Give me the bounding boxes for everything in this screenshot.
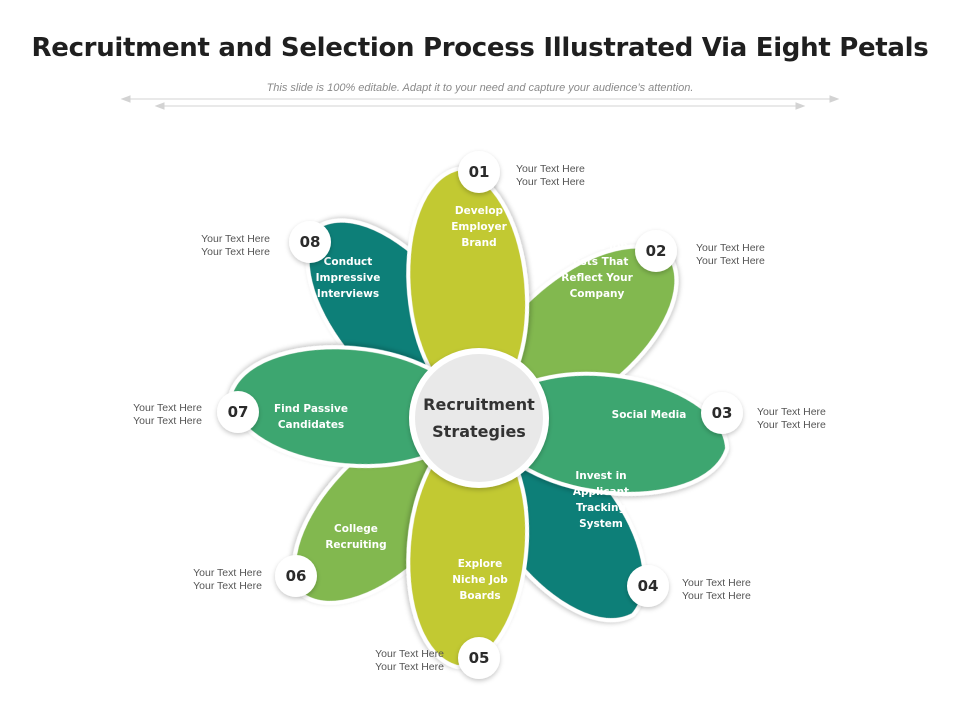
side-text-08-line1: Your Text Here: [201, 233, 270, 245]
side-text-03-line1: Your Text Here: [757, 406, 826, 418]
petal-label-08-line3: Interviews: [317, 288, 379, 300]
petal-label-01-line2: Employer: [451, 221, 507, 233]
center-label-line1: Recruitment: [423, 395, 535, 414]
side-text-02-line1: Your Text Here: [696, 242, 765, 254]
side-text-05-line2: Your Text Here: [375, 661, 444, 673]
side-text-05-line1: Your Text Here: [375, 648, 444, 660]
petal-label-05-line3: Boards: [459, 590, 500, 602]
badge-number-08: 08: [300, 233, 321, 251]
petal-label-05-line2: Niche Job: [452, 574, 508, 586]
petal-label-06-line1: College: [334, 523, 378, 535]
number-badge-02: 02: [635, 230, 677, 272]
petal-label-03-line1: Social Media: [612, 409, 687, 421]
badge-number-04: 04: [638, 577, 659, 595]
number-badge-04: 04: [627, 565, 669, 607]
petal-label-04-line2: Applicant: [573, 486, 629, 498]
petal-label-07-line1: Find Passive: [274, 403, 348, 415]
number-badge-05: 05: [458, 637, 500, 679]
side-text-07-line2: Your Text Here: [133, 415, 202, 427]
number-badge-06: 06: [275, 555, 317, 597]
side-text-07-line1: Your Text Here: [133, 402, 202, 414]
number-badge-08: 08: [289, 221, 331, 263]
petal-label-06-line2: Recruiting: [325, 539, 386, 551]
badge-number-01: 01: [469, 163, 490, 181]
side-text-06-line2: Your Text Here: [193, 580, 262, 592]
badge-number-03: 03: [712, 404, 733, 422]
badges-layer: 01 02 03 04 05 06 07 08: [217, 151, 743, 679]
side-text-08-line2: Your Text Here: [201, 246, 270, 258]
petal-label-05-line1: Explore: [458, 558, 503, 570]
side-text-06-line1: Your Text Here: [193, 567, 262, 579]
subtitle-divider: [120, 95, 840, 110]
side-text-02-line2: Your Text Here: [696, 255, 765, 267]
petal-label-07-line2: Candidates: [278, 419, 344, 431]
number-badge-07: 07: [217, 391, 259, 433]
side-text-01-line1: Your Text Here: [516, 163, 585, 175]
petal-label-01-line1: Develop: [455, 205, 504, 217]
badge-number-02: 02: [646, 242, 667, 260]
badge-number-05: 05: [469, 649, 490, 667]
petal-label-08-line2: Impressive: [316, 272, 381, 284]
petal-label-04-line1: Invest in: [575, 470, 626, 482]
badge-number-07: 07: [228, 403, 249, 421]
badge-number-06: 06: [286, 567, 307, 585]
petal-label-08-line1: Conduct: [324, 256, 373, 268]
side-text-04-line2: Your Text Here: [682, 590, 751, 602]
side-text-03-line2: Your Text Here: [757, 419, 826, 431]
page-subtitle: This slide is 100% editable. Adapt it to…: [266, 82, 694, 94]
petal-label-02-line3: Reflect Your: [561, 272, 633, 284]
petal-label-02-line1: Create Job: [566, 240, 628, 252]
number-badge-01: 01: [458, 151, 500, 193]
side-text-01-line2: Your Text Here: [516, 176, 585, 188]
petal-label-01-line3: Brand: [461, 237, 496, 249]
petal-label-04-line3: Tracking: [576, 502, 626, 514]
center-hub: Recruitment Strategies: [409, 348, 549, 488]
page-title: Recruitment and Selection Process Illust…: [31, 33, 929, 63]
petal-label-02-line4: Company: [570, 288, 625, 300]
center-label-line2: Strategies: [432, 422, 526, 441]
petal-label-02-line2: Posts That: [566, 256, 629, 268]
petal-label-04-line4: System: [579, 518, 623, 530]
side-text-04-line1: Your Text Here: [682, 577, 751, 589]
number-badge-03: 03: [701, 392, 743, 434]
